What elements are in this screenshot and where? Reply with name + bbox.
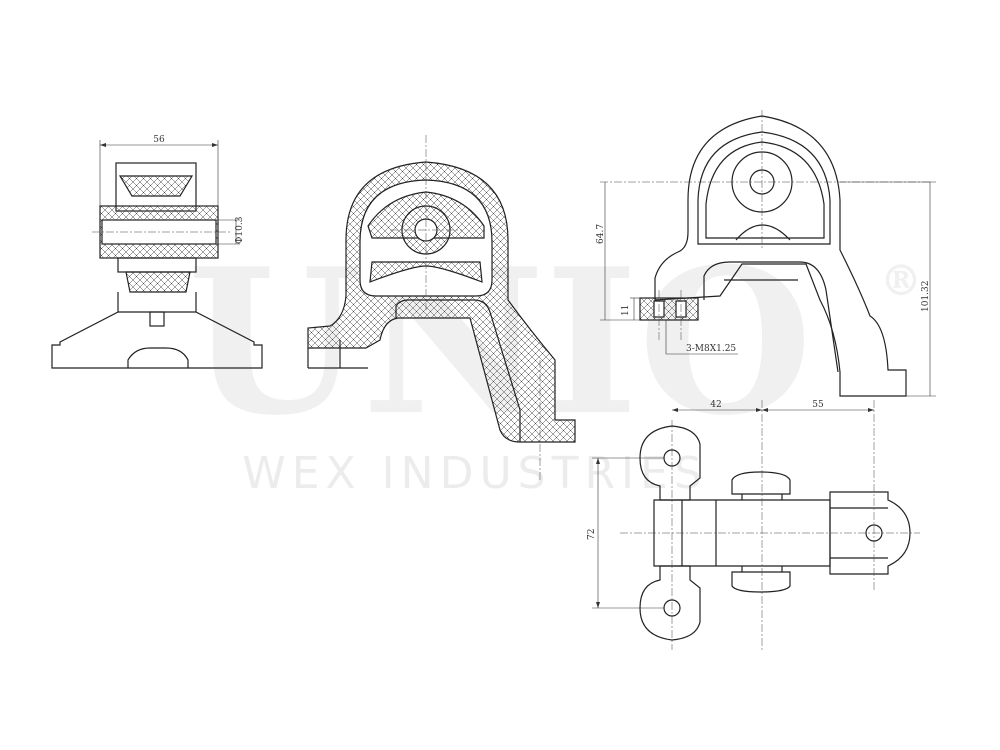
- dim-height-64-7: 64.7: [596, 224, 606, 244]
- dim-offset-42: 42: [710, 400, 721, 410]
- dim-offset-55: 55: [812, 400, 824, 410]
- dim-spacing-72: 72: [587, 529, 597, 540]
- front-housing: [654, 115, 907, 397]
- dim-bore-diameter: Φ10.3: [235, 216, 245, 244]
- dim-thickness-11: 11: [621, 305, 631, 316]
- side-view: 56 Φ10.3: [51, 135, 263, 369]
- dim-width-56: 56: [153, 135, 165, 145]
- dim-height-101-32: 101.32: [921, 281, 931, 313]
- watermark-registered-mark: ®: [880, 256, 922, 305]
- top-ear-lower: [639, 565, 701, 641]
- side-top-rubber: [118, 175, 194, 197]
- watermark-subtitle: WEX INDUSTRIES: [242, 448, 708, 499]
- side-bracket: [51, 292, 263, 369]
- top-ear-upper: [639, 425, 701, 501]
- section-view: [307, 135, 576, 480]
- top-view: 42 55 72: [587, 400, 920, 650]
- front-view: 64.7 11 101.32 3-M8X1.25: [596, 110, 936, 397]
- side-lower-rubber: [125, 271, 191, 293]
- dim-thread-spec: 3-M8X1.25: [686, 344, 736, 354]
- front-nut-strip: [639, 297, 699, 321]
